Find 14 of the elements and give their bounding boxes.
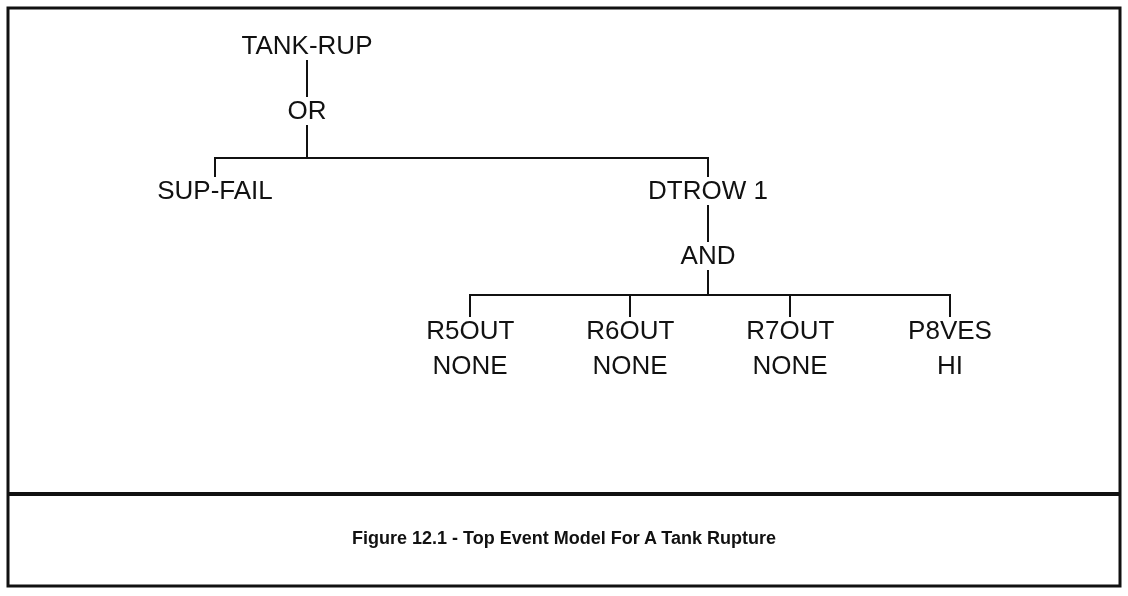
- connector-line: [707, 269, 951, 318]
- event-label: R5OUT NONE: [426, 313, 514, 383]
- connector-line: [306, 124, 709, 178]
- event-label: SUP-FAIL: [157, 173, 273, 207]
- event-label: R6OUT NONE: [586, 313, 674, 383]
- gate-label: OR: [287, 93, 327, 127]
- event-label: R7OUT NONE: [746, 313, 834, 383]
- connector-line: [707, 204, 709, 243]
- event-label: P8VES HI: [908, 313, 992, 383]
- connector-line: [306, 59, 308, 98]
- gate-label: AND: [680, 238, 736, 272]
- event-label: TANK-RUP: [241, 28, 373, 62]
- event-label: DTROW 1: [648, 173, 768, 207]
- figure-caption: Figure 12.1 - Top Event Model For A Tank Rupture: [351, 528, 777, 549]
